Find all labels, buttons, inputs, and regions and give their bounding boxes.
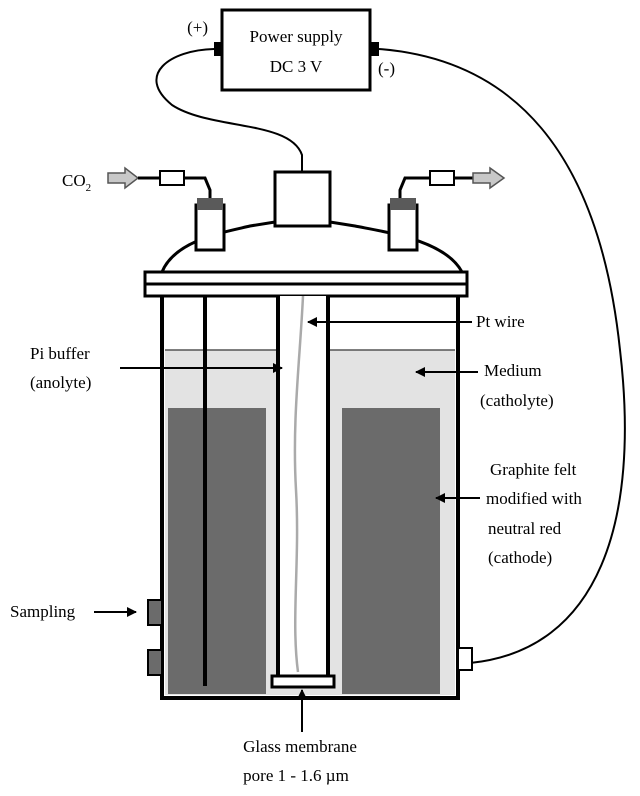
power-supply-box	[220, 8, 372, 92]
anode-wire	[155, 48, 303, 172]
positive-label: (+)	[187, 18, 208, 37]
sampling-port-upper	[147, 599, 163, 626]
negative-terminal	[370, 42, 379, 56]
power-supply-title: Power supply	[249, 27, 343, 46]
gas-inlet-line	[107, 166, 212, 198]
left-port	[194, 203, 226, 252]
cathode-wire	[378, 48, 626, 664]
medium-label: Medium	[484, 361, 542, 380]
graphite-label-4: (cathode)	[488, 548, 552, 567]
catholyte-label: (catholyte)	[480, 391, 554, 410]
power-supply: Power supply DC 3 V (+) (-)	[187, 8, 395, 92]
glass-membrane-label: Glass membrane	[243, 737, 357, 756]
sampling-label: Sampling	[10, 602, 76, 621]
graphite-label-1: Graphite felt	[490, 460, 577, 479]
lid-flange-lower	[143, 282, 469, 298]
power-supply-voltage: DC 3 V	[270, 57, 323, 76]
pt-wire	[293, 295, 305, 673]
anode-chamber-felt	[168, 408, 266, 694]
cathode-connector	[457, 647, 473, 671]
lid-dome	[159, 220, 465, 274]
vessel-lid	[143, 170, 469, 298]
right-port	[387, 203, 419, 252]
pt-wire-label: Pt wire	[476, 312, 525, 331]
gas-outlet-arrow-icon	[472, 166, 506, 190]
pi-buffer-label: Pi buffer	[30, 344, 90, 363]
graphite-felt-cathode	[342, 408, 440, 694]
gas-inlet-arrow-icon	[107, 166, 140, 190]
glass-membrane	[270, 674, 336, 689]
negative-label: (-)	[378, 59, 395, 78]
positive-terminal	[214, 42, 223, 56]
sampling-port-lower	[147, 649, 163, 676]
center-port	[273, 170, 332, 228]
co2-label: CO2	[62, 171, 91, 194]
glass-membrane-tube	[270, 295, 336, 689]
pore-size-label: pore 1 - 1.6 µm	[243, 766, 349, 785]
inlet-valve	[159, 170, 185, 186]
lid-flange-upper	[143, 270, 469, 286]
graphite-label-2: modified with	[486, 489, 582, 508]
gas-outlet-line	[398, 166, 506, 198]
graphite-label-3: neutral red	[488, 519, 562, 538]
right-port-cap	[390, 198, 416, 210]
anolyte-label: (anolyte)	[30, 373, 91, 392]
outlet-valve	[429, 170, 455, 186]
left-port-cap	[197, 198, 223, 210]
